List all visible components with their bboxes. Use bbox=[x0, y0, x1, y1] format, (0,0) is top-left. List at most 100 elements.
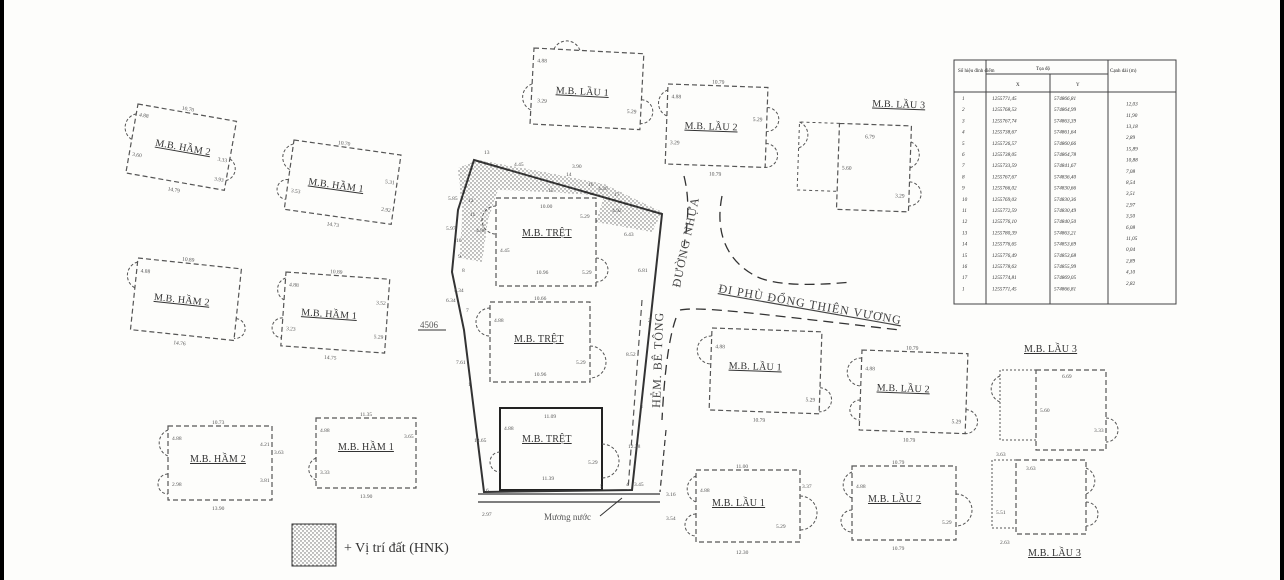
road-edge bbox=[659, 429, 667, 493]
parcel-point: 5 bbox=[600, 484, 603, 490]
legend: + Vị trí đất (HNK) bbox=[291, 523, 449, 567]
floorplan-label: M.B. LẦU 2 bbox=[868, 492, 921, 505]
table-cell: 1255772,59 bbox=[992, 208, 1017, 214]
table-cell: 574853,68 bbox=[1054, 252, 1076, 259]
table-cell: 10 bbox=[962, 197, 968, 203]
table-cell: 574841,67 bbox=[1054, 162, 1076, 169]
arc-outline bbox=[489, 451, 501, 473]
dimension-label: 4.88 bbox=[671, 94, 681, 100]
outline-rect bbox=[315, 417, 417, 489]
arc-outline bbox=[277, 277, 286, 301]
dimension-label: 13.90 bbox=[360, 494, 373, 500]
arc-outline bbox=[696, 335, 712, 365]
dimension-label: 12.30 bbox=[736, 550, 749, 556]
table-cell: 7 bbox=[962, 163, 965, 169]
table-cell: 574830,66 bbox=[1054, 185, 1076, 192]
table-header-x: X bbox=[1016, 83, 1020, 88]
dimension-label: 4.88 bbox=[320, 428, 330, 434]
outline-rect bbox=[953, 59, 1177, 305]
floorplan-lau2-top: M.B. LẦU 2 10.79 10.79 4.88 3.29 5.29 bbox=[658, 80, 780, 178]
dimension-label: 2.97 bbox=[482, 512, 492, 518]
floorplan-label: M.B. LẦU 3 bbox=[1028, 546, 1081, 559]
table-cell: 15,89 bbox=[1126, 146, 1138, 152]
table-cell: 11,05 bbox=[1126, 236, 1138, 242]
table-cell: 10,88 bbox=[1126, 158, 1138, 164]
arc-outline bbox=[842, 471, 853, 499]
dimension-label: 4.88 bbox=[865, 366, 875, 372]
dimension-label: 4.88 bbox=[494, 318, 504, 324]
road-label-muong: Mương nước bbox=[544, 512, 591, 522]
dimension-label: 14.73 bbox=[326, 221, 339, 229]
floorplan-label: M.B. LẦU 3 bbox=[1024, 342, 1077, 355]
dimension-label: 5.29 bbox=[373, 334, 383, 341]
table-cell: 16 bbox=[962, 264, 968, 270]
floorplan-lau2-mid: M.B. LẦU 2 10.79 10.79 4.88 5.29 bbox=[846, 346, 979, 444]
dimension-label: 10.73 bbox=[212, 420, 225, 426]
floorplan-lau1-mid: M.B. LẦU 1 10.79 4.88 5.29 bbox=[696, 327, 833, 424]
floorplan-label: M.B. TRỆT bbox=[522, 433, 572, 445]
arc-outline bbox=[766, 106, 780, 132]
table-cell: 4 bbox=[962, 129, 965, 136]
coordinate-table: Số hiệu đỉnh điểm Tọa độ X Y Cạnh dài (m… bbox=[953, 59, 1177, 305]
table-cell: 8,54 bbox=[1126, 179, 1135, 186]
table-cell: 574863,39 bbox=[1054, 117, 1076, 124]
table-cell: 1255776,10 bbox=[992, 219, 1017, 225]
dimension-label: 3.45 bbox=[634, 482, 644, 488]
outline-rect bbox=[529, 47, 645, 131]
dimension-label: 5.29 bbox=[576, 360, 586, 366]
table-cell: 4,10 bbox=[1126, 269, 1135, 276]
dimension-label: 10.70 bbox=[338, 140, 351, 148]
parcel-point: 16 bbox=[588, 182, 594, 188]
dimension-label: 3.37 bbox=[802, 484, 812, 490]
table-cell: 574864,78 bbox=[1054, 151, 1076, 158]
parcel-point: 7 bbox=[466, 308, 469, 314]
table-cell: 1255767,67 bbox=[992, 174, 1017, 180]
dimension-label: 4.88 bbox=[537, 58, 547, 65]
road-label-hem: HẺM. BÊ TÔNG bbox=[649, 312, 666, 409]
arc-outline bbox=[234, 318, 246, 339]
dimension-label: 12.38 bbox=[628, 444, 641, 450]
dimension-label: 5.60 bbox=[1040, 408, 1050, 414]
dimension-label: 10.79 bbox=[709, 171, 722, 177]
outline-rect bbox=[1015, 459, 1087, 535]
table-cell: 574836,40 bbox=[1054, 173, 1076, 180]
dimension-label: 10.70 bbox=[181, 106, 194, 114]
outline-rect bbox=[858, 349, 969, 435]
table-header-canh: Cạnh dài (m) bbox=[1110, 69, 1137, 74]
dimension-label: 10.79 bbox=[906, 346, 919, 352]
land-area-hatched bbox=[458, 160, 662, 262]
dimension-label: 14.79 bbox=[167, 186, 180, 194]
dimension-label: 6.79 bbox=[865, 134, 875, 140]
arc-outline bbox=[601, 443, 620, 479]
table-cell: 574869,05 bbox=[1054, 274, 1076, 281]
table-cell: 1 bbox=[962, 286, 965, 292]
arc-outline bbox=[225, 158, 236, 181]
road-curve-right bbox=[719, 195, 853, 286]
dimension-label: 7.61 bbox=[456, 360, 466, 366]
dimension-label: 14.76 bbox=[173, 340, 186, 347]
arc-outline bbox=[475, 307, 491, 337]
dimension-label: 3.63 bbox=[274, 450, 284, 456]
dimension-label: 6.81 bbox=[638, 268, 648, 274]
parcel-point: 17 bbox=[614, 192, 620, 198]
dimension-label: 4.88 bbox=[140, 268, 150, 275]
table-cell: 12,03 bbox=[1126, 102, 1138, 108]
dimension-label: 10.96 bbox=[536, 270, 549, 276]
arc-outline bbox=[819, 387, 833, 413]
table-cell: 2,82 bbox=[1126, 281, 1135, 287]
dimension-label: 5.29 bbox=[805, 397, 815, 403]
dimension-label: 3.16 bbox=[666, 492, 676, 498]
dimension-label: 3.33 bbox=[1094, 428, 1104, 434]
table-cell: 2,97 bbox=[1126, 202, 1135, 208]
dimension-label: 4.88 bbox=[700, 488, 710, 494]
table-cell: 5 bbox=[962, 141, 965, 147]
dimension-label: 5.29 bbox=[753, 117, 763, 123]
floorplan-tret-top: M.B. TRỆT 10.00 5.29 4.45 10.96 5.29 bbox=[481, 197, 609, 287]
road-line-lower bbox=[679, 308, 901, 331]
outline-rect bbox=[499, 407, 603, 491]
dimension-label: 5.29 bbox=[951, 419, 961, 425]
outline-rect bbox=[495, 197, 597, 287]
table-cell: 3 bbox=[962, 118, 965, 124]
parcel-point: 4 bbox=[626, 482, 629, 488]
